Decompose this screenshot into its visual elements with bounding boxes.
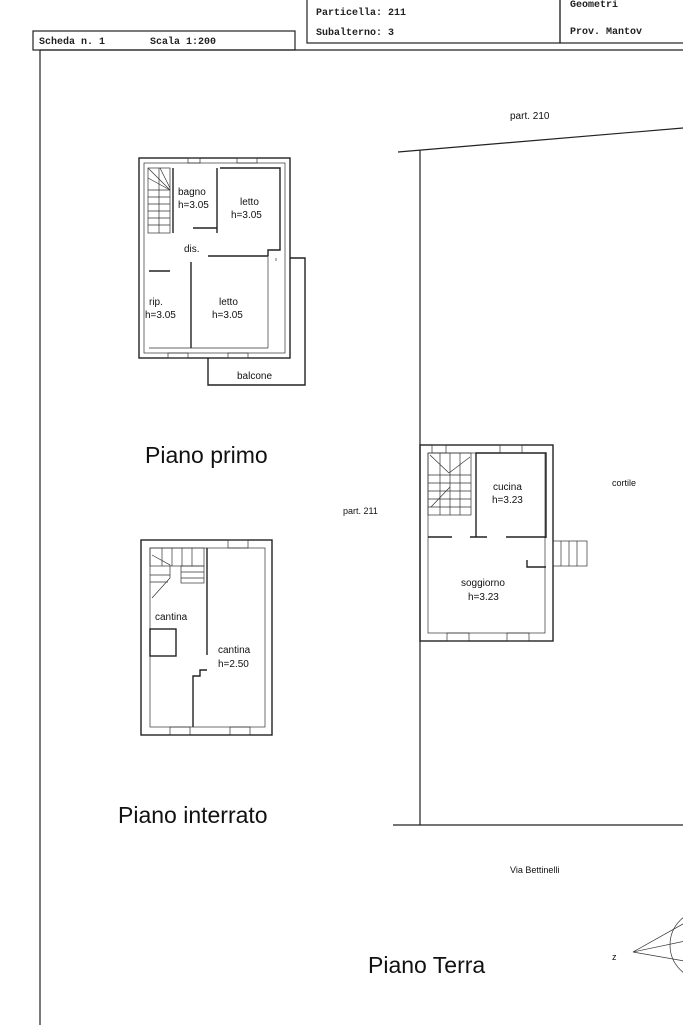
cortile-label: cortile <box>612 478 636 488</box>
room-name: balcone <box>237 371 272 382</box>
title-piano-terra: Piano Terra <box>368 952 485 978</box>
scheda-box: Scheda n. 1 Scala 1:200 <box>32 30 296 51</box>
part-210-label: part. 210 <box>510 111 550 122</box>
boundary-north <box>397 127 683 153</box>
room-name: dis. <box>184 244 200 255</box>
room-name: soggiorno <box>461 578 505 589</box>
plan-piano-terra: cucina h=3.23 soggiorno h=3.23 <box>419 444 588 642</box>
room-name: letto <box>240 197 259 208</box>
room-height: h=3.05 <box>231 210 262 221</box>
north-label: z <box>612 952 617 962</box>
plan-piano-interrato: cantina cantina h=2.50 <box>140 539 273 736</box>
geometri-label: Geometri <box>570 0 618 11</box>
room-height: h=2.50 <box>218 659 249 670</box>
via-label: Via Bettinelli <box>510 865 559 875</box>
scala-label: Scala 1:200 <box>150 36 216 48</box>
particella-label: Particella: 211 <box>316 7 406 19</box>
room-name: rip. <box>149 297 163 308</box>
room-name: bagno <box>178 187 206 198</box>
room-name: cucina <box>493 482 522 493</box>
part-211-label: part. 211 <box>343 506 378 516</box>
scheda-label: Scheda n. 1 <box>39 36 105 48</box>
title-piano-interrato: Piano interrato <box>118 802 268 828</box>
provincia-label: Prov. Mantov <box>570 27 642 38</box>
plan-piano-primo: bagno h=3.05 letto h=3.05 dis. rip. h=3.… <box>138 157 306 386</box>
room-height: h=3.05 <box>178 200 209 211</box>
room-height: h=3.23 <box>468 592 499 603</box>
room-height: h=3.23 <box>492 495 523 506</box>
room-height: h=3.05 <box>212 310 243 321</box>
header-info-box: Particella: 211 Subalterno: 3 Geometri P… <box>306 0 683 44</box>
room-name: letto <box>219 297 238 308</box>
subalterno-label: Subalterno: 3 <box>316 27 394 39</box>
title-piano-primo: Piano primo <box>145 442 268 468</box>
room-name: cantina <box>155 612 188 623</box>
north-arrow-icon: z <box>612 917 683 973</box>
room-name: cantina <box>218 645 251 656</box>
room-height: h=3.05 <box>145 310 176 321</box>
